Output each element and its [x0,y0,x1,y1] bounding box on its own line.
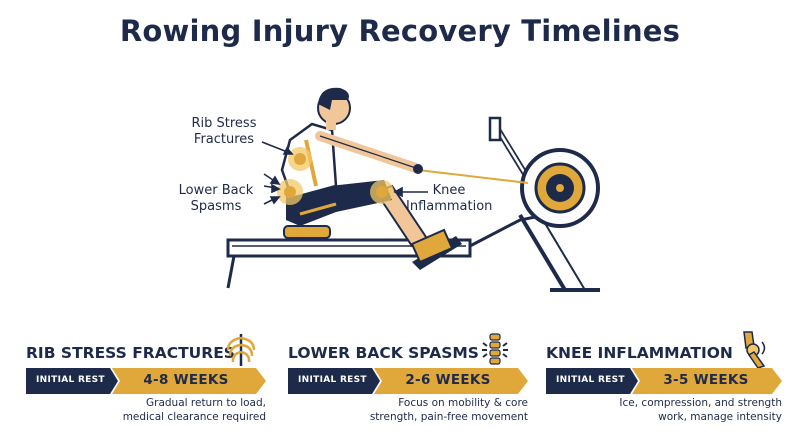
callout-rib-stress-fractures: Rib Stress Fractures [191,116,257,147]
recovery-timeline-bar: INITIAL REST 3-5 WEEKS [546,368,786,394]
callout-lower-back-spasms: Lower Back Spasms [178,183,254,214]
initial-rest-label: INITIAL REST [298,375,367,385]
card-title: RIB STRESS FRACTURES [26,344,235,362]
injury-card-back: LOWER BACK SPASMS INITIAL REST 2-6 WEEKS… [288,330,528,440]
injury-card-knee: KNEE INFLAMMATION INITIAL REST 3-5 WEEKS… [546,330,786,440]
card-description: Ice, compression, and strength work, man… [619,397,782,423]
injury-markers [277,147,394,205]
spine-icon [482,333,508,365]
page-title: Rowing Injury Recovery Timelines [119,14,681,48]
card-title: KNEE INFLAMMATION [546,344,733,362]
recovery-weeks: 3-5 WEEKS [663,372,749,388]
callout-knee-inflammation: Knee Inflammation [406,183,493,214]
card-title: LOWER BACK SPASMS [288,344,479,362]
recovery-timeline-bar: INITIAL REST 4-8 WEEKS [26,368,266,394]
knee-joint-icon [743,331,766,369]
initial-rest-label: INITIAL REST [556,375,625,385]
card-description: Gradual return to load, medical clearanc… [122,397,266,423]
rowing-machine-illustration [226,87,600,292]
card-description: Focus on mobility & core strength, pain-… [369,397,528,423]
ribcage-icon [226,334,256,366]
recovery-weeks: 2-6 WEEKS [405,372,491,388]
injury-card-rib: RIB STRESS FRACTURES INITIAL REST 4-8 WE… [26,330,266,440]
initial-rest-label: INITIAL REST [36,375,105,385]
recovery-timeline-bar: INITIAL REST 2-6 WEEKS [288,368,528,394]
callout-arrows [261,141,428,205]
recovery-weeks: 4-8 WEEKS [143,372,229,388]
